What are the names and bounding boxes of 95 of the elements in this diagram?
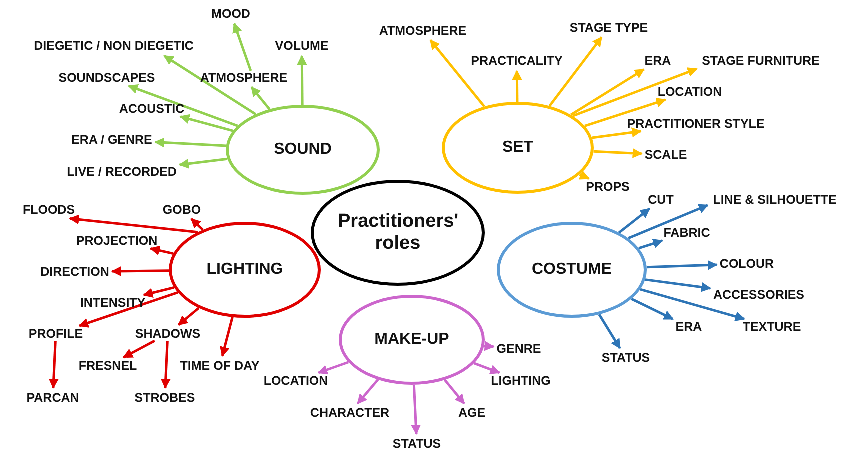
topic-label: ATMOSPHERE <box>379 24 467 38</box>
arrow <box>646 260 718 270</box>
topic-label: INTENSITY <box>80 296 146 310</box>
topic-label: MOOD <box>212 7 250 21</box>
arrow <box>164 54 257 116</box>
category-ellipse <box>226 105 380 195</box>
category-ellipse <box>497 222 647 318</box>
category-title: SET <box>502 139 534 157</box>
arrow <box>512 70 522 102</box>
arrow <box>578 170 590 180</box>
topic-label: COLOUR <box>720 257 774 271</box>
arrow <box>111 266 170 276</box>
arrow <box>572 68 698 118</box>
arrow <box>220 317 234 358</box>
category-title: LIGHTING <box>206 261 284 279</box>
topic-label: VOLUME <box>275 39 329 53</box>
arrow <box>598 314 622 350</box>
topic-label: STROBES <box>134 391 196 405</box>
arrow <box>474 362 501 374</box>
arrow <box>250 86 271 110</box>
arrow <box>178 158 228 169</box>
topic-label: LOCATION <box>658 85 722 99</box>
topic-label: SCALE <box>644 148 688 162</box>
arrow <box>594 148 643 158</box>
central-topic-ellipse <box>311 180 485 286</box>
arrow <box>69 214 198 234</box>
arrow <box>444 379 466 404</box>
topic-label: PROJECTION <box>76 234 158 248</box>
arrow <box>570 68 646 116</box>
arrow <box>638 238 664 250</box>
arrow <box>160 340 171 389</box>
arrow <box>180 114 234 132</box>
topic-label: ACCESSORIES <box>714 288 804 302</box>
arrow <box>631 298 674 320</box>
topic-label: ERA / GENRE <box>72 133 152 147</box>
topic-label: PRACTITIONER STYLE <box>627 117 765 131</box>
arrow <box>78 292 178 328</box>
topic-label: DIEGETIC / NON DIEGETIC <box>34 39 194 53</box>
topic-label: STAGE TYPE <box>570 21 648 35</box>
topic-label: PRACTICALITY <box>471 54 563 68</box>
category-ellipse <box>339 295 485 385</box>
topic-label: PARCAN <box>26 391 80 405</box>
arrow <box>178 307 200 326</box>
topic-label: LINE & SILHOUETTE <box>713 193 837 207</box>
arrow <box>128 84 238 128</box>
topic-label: FRESNEL <box>78 359 138 373</box>
topic-label: STAGE FURNITURE <box>702 54 820 68</box>
category-title: SOUND <box>274 141 332 159</box>
topic-label: SHADOWS <box>135 327 201 341</box>
arrow <box>618 208 651 234</box>
topic-label: FLOODS <box>22 203 76 217</box>
arrow <box>430 40 486 108</box>
topic-label: TEXTURE <box>742 320 802 334</box>
topic-label: STATUS <box>602 351 650 365</box>
category-title: COSTUME <box>532 261 612 279</box>
topic-label: ERA <box>644 54 672 68</box>
arrow <box>232 22 252 72</box>
arrow <box>645 278 712 292</box>
topic-label: TIME OF DAY <box>180 359 260 373</box>
topic-label: FABRIC <box>664 226 710 240</box>
topic-label: SOUNDSCAPES <box>58 71 156 85</box>
arrow <box>318 361 350 375</box>
topic-label: PROPS <box>586 180 630 194</box>
topic-label: ACOUSTIC <box>119 102 185 116</box>
arrow <box>411 384 422 435</box>
arrow <box>122 340 156 359</box>
topic-label: GOBO <box>162 203 202 217</box>
topic-label: STATUS <box>392 437 442 451</box>
arrow <box>150 246 174 256</box>
topic-label: ERA <box>676 320 702 334</box>
arrow <box>584 98 667 128</box>
category-ellipse <box>169 222 321 318</box>
topic-label: AGE <box>458 406 486 420</box>
arrow <box>640 288 746 322</box>
arrow <box>190 218 204 231</box>
topic-label: CHARACTER <box>310 406 390 420</box>
arrow <box>484 341 495 352</box>
arrow <box>592 128 642 140</box>
arrow <box>297 55 308 105</box>
category-title: MAKE-UP <box>374 331 450 349</box>
topic-label: GENRE <box>496 342 542 356</box>
topic-label: LIGHTING <box>491 374 551 388</box>
arrow <box>154 138 226 148</box>
arrow <box>142 286 175 298</box>
arrow <box>548 36 603 107</box>
arrow <box>356 379 380 405</box>
topic-label: LOCATION <box>264 374 328 388</box>
topic-label: ATMOSPHERE <box>200 71 288 85</box>
topic-label: LIVE / RECORDED <box>67 165 177 179</box>
arrow <box>628 204 709 240</box>
central-topic-title: Practitioners' roles <box>338 211 458 255</box>
arrow <box>48 340 59 389</box>
topic-label: CUT <box>648 193 674 207</box>
topic-label: PROFILE <box>28 327 84 341</box>
topic-label: DIRECTION <box>40 265 110 279</box>
